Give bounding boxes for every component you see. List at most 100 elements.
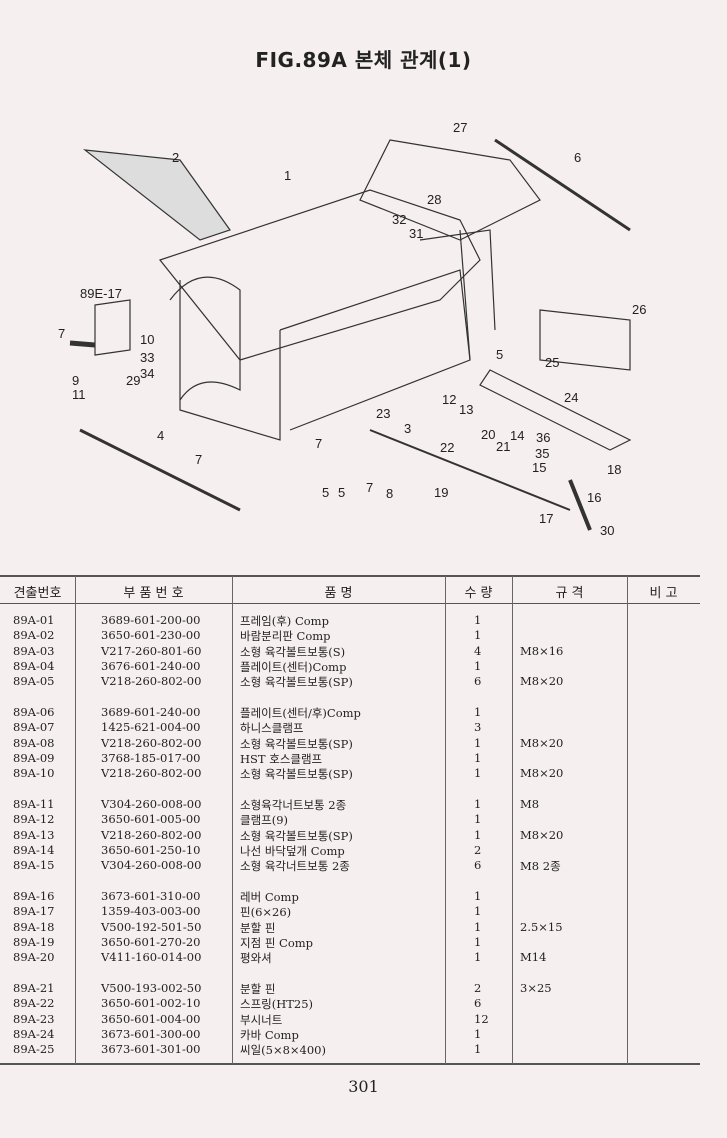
cell-qty: 1 <box>474 797 482 811</box>
cell-qty: 2 <box>474 842 482 857</box>
cell-part-no: 3650-601-270-20 <box>101 934 201 949</box>
callout-label: 14 <box>510 428 525 443</box>
cell-name: 바람분리판 Comp <box>240 629 331 644</box>
cell-spec: M8×16 <box>520 643 564 658</box>
cell-ref: 89A-12 <box>13 812 55 827</box>
header-remarks: 비 고 <box>649 586 678 601</box>
cell-qty: 1 <box>474 658 482 673</box>
callout-label: 12 <box>442 392 457 407</box>
cell-name: 프레임(후) Comp <box>240 614 329 628</box>
callout-label: 29 <box>126 373 141 388</box>
cell-name: 씨일(5×8×400) <box>240 1043 326 1058</box>
cell-qty: 1 <box>474 950 482 965</box>
cell-qty: 1 <box>474 628 482 643</box>
cell-name: 분할 핀 <box>240 920 276 935</box>
cell-part-no: 3689-601-200-00 <box>101 613 201 627</box>
header-ref-no: 견출번호 <box>13 586 62 601</box>
column-divider <box>627 576 628 1064</box>
callout-label: 21 <box>496 439 511 454</box>
cell-qty: 1 <box>474 613 482 627</box>
cell-qty: 6 <box>474 858 482 873</box>
cell-name: 지점 핀 Comp <box>240 935 314 950</box>
column-divider <box>75 576 76 1064</box>
cell-ref: 89A-03 <box>13 643 55 658</box>
table-bottom-rule <box>0 1063 700 1065</box>
cell-ref: 89A-16 <box>13 889 55 903</box>
page-number: 301 <box>348 1077 379 1096</box>
cell-part-no: 3673-601-310-00 <box>101 889 201 903</box>
cell-spec: M8×20 <box>520 735 564 750</box>
cell-spec: M8 2종 <box>520 859 561 874</box>
cell-qty: 1 <box>474 934 482 949</box>
cell-qty: 1 <box>474 889 482 903</box>
callout-label: 9 <box>72 373 80 388</box>
cell-name: 소형 육각볼트보통(SP) <box>240 828 353 843</box>
cell-ref: 89A-21 <box>13 981 55 995</box>
callout-label: 5 <box>322 485 330 500</box>
cell-name: HST 호스클램프 <box>240 751 323 766</box>
cell-name: 부시너트 <box>240 1012 283 1027</box>
cell-name: 소형육각너트보통 2종 <box>240 798 347 812</box>
cell-part-no: V218-260-802-00 <box>101 735 202 750</box>
cell-name: 평와셔 <box>240 951 272 966</box>
column-divider <box>232 576 233 1064</box>
cell-qty: 12 <box>474 1011 489 1026</box>
callout-label: 27 <box>453 120 468 135</box>
cell-ref: 89A-05 <box>13 674 55 689</box>
cell-name: 나선 바닥덮개 Comp <box>240 843 345 858</box>
cell-ref: 89A-11 <box>13 797 55 811</box>
callout-label: 7 <box>315 436 323 451</box>
cell-part-no: 3676-601-240-00 <box>101 658 201 673</box>
cell-qty: 6 <box>474 674 482 689</box>
cell-ref: 89A-10 <box>13 766 55 781</box>
cell-ref: 89A-18 <box>13 919 55 934</box>
cell-part-no: 3673-601-301-00 <box>101 1042 201 1057</box>
cell-spec: M8 <box>520 797 540 811</box>
cell-qty: 3 <box>474 720 482 735</box>
cell-part-no: 1359-403-003-00 <box>101 904 201 919</box>
cell-part-no: V411-160-014-00 <box>101 950 202 965</box>
cell-name: 플레이트(센터/후)Comp <box>240 706 361 720</box>
callout-label: 35 <box>535 446 550 461</box>
callout-label: 33 <box>140 350 155 365</box>
callout-label: 16 <box>587 490 602 505</box>
callout-label: 31 <box>409 226 424 241</box>
cell-qty: 1 <box>474 904 482 919</box>
cell-qty: 1 <box>474 735 482 750</box>
callout-label: 30 <box>600 523 615 538</box>
cell-ref: 89A-25 <box>13 1042 55 1057</box>
callout-label: 24 <box>564 390 579 405</box>
callout-label: 7 <box>195 452 203 467</box>
header-rule <box>0 603 700 604</box>
callout-label: 34 <box>140 366 155 381</box>
cell-ref: 89A-04 <box>13 658 55 673</box>
cell-name: 하니스클램프 <box>240 721 304 736</box>
cell-ref: 89A-23 <box>13 1011 55 1026</box>
callout-label: 28 <box>427 192 442 207</box>
cell-qty: 2 <box>474 981 482 995</box>
cell-spec: 3×25 <box>520 981 552 995</box>
callout-label: 20 <box>481 427 496 442</box>
cell-part-no: 3650-601-005-00 <box>101 812 201 827</box>
callout-label: 32 <box>392 212 407 227</box>
header-quantity: 수 량 <box>464 586 493 601</box>
cell-name: 분할 핀 <box>240 982 276 996</box>
callout-label: 4 <box>157 428 165 443</box>
callout-label: 2 <box>172 150 180 165</box>
